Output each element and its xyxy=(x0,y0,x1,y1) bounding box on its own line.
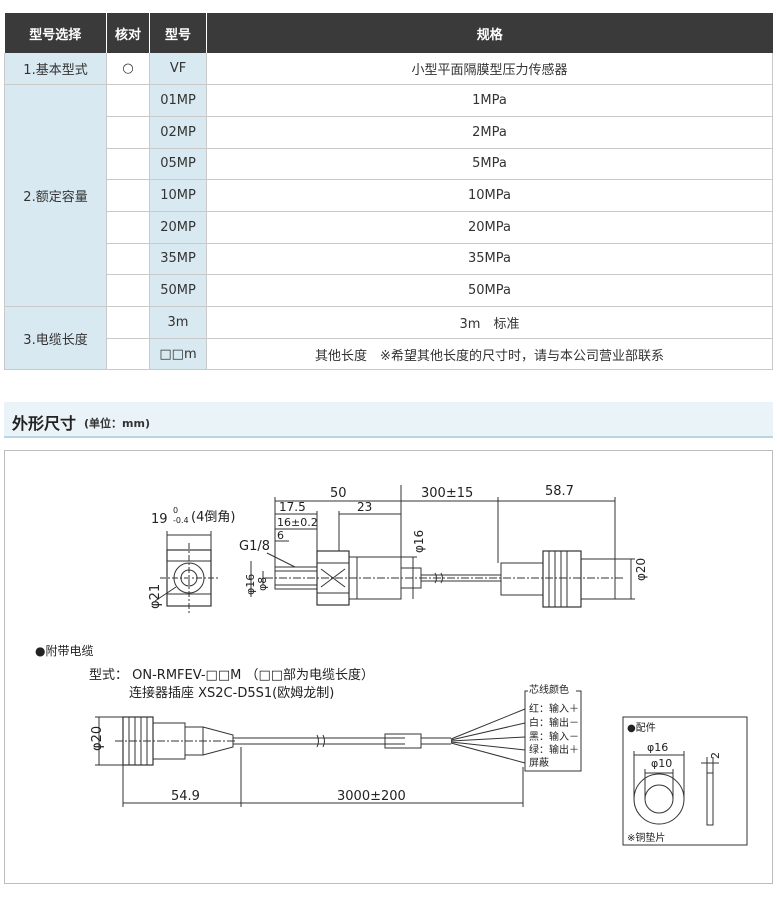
wire-color-item: 黑：输入－ xyxy=(529,730,579,743)
model-cell: 10MP xyxy=(149,179,207,212)
model-cell: □□m xyxy=(149,337,207,371)
spec-cell: 1MPa xyxy=(206,84,773,117)
table-row: 2.额定容量 01MP 1MPa xyxy=(4,84,773,307)
spec-cell: 小型平面隔膜型压力传感器 xyxy=(206,53,773,86)
model-cell: 05MP xyxy=(149,147,207,181)
cable-connector-line: 连接器插座 XS2C-D5S1(欧姆龙制) xyxy=(129,685,334,701)
dim-g18: G1/8 xyxy=(239,539,270,554)
table-row: 3.电缆长度 3m 3m 标准 xyxy=(4,305,773,371)
accessory-phi10: φ10 xyxy=(651,757,672,770)
check-cell[interactable] xyxy=(106,179,150,212)
model-cell: 01MP xyxy=(149,84,207,117)
spec-cell: 2MPa xyxy=(206,115,773,149)
accessory-note: ※铜垫片 xyxy=(627,831,665,844)
model-cell: 20MP xyxy=(149,210,207,244)
group-label: 1.基本型式 xyxy=(4,53,107,86)
dim-19: 19 xyxy=(151,512,168,527)
spec-cell: 其他长度 ※希望其他长度的尺寸时，请与本公司营业部联系 xyxy=(206,337,773,371)
group-label: 2.额定容量 xyxy=(4,84,107,307)
dim-phi16-shaft: φ16 xyxy=(244,574,257,595)
accessory-title: ●配件 xyxy=(627,722,656,734)
accessory-washer xyxy=(622,716,748,846)
drawing-labels: 19 0 -0.4 (4倒角) φ21 50 300±15 58.7 17.5 … xyxy=(35,484,722,844)
wire-color-item: 绿：输出＋ xyxy=(529,743,579,756)
dimensions-section-header: 外形尺寸 (单位：mm) xyxy=(4,402,773,438)
spec-cell: 5MPa xyxy=(206,147,773,181)
table-row: 35MP 35MPa xyxy=(5,242,773,276)
table-row: 50MP 50MPa xyxy=(5,274,773,307)
dim-6: 6 xyxy=(277,529,284,542)
col-header-spec: 规格 xyxy=(206,13,773,53)
model-cell: 35MP xyxy=(149,242,207,276)
check-cell[interactable] xyxy=(106,210,150,244)
dim-54-9: 54.9 xyxy=(171,789,200,804)
wire-color-item: 白：输出－ xyxy=(529,716,579,729)
dim-17-5: 17.5 xyxy=(279,500,306,514)
dim-19-tol-a: 0 xyxy=(173,506,178,515)
check-cell[interactable] xyxy=(106,115,150,149)
dim-300: 300±15 xyxy=(421,486,473,501)
section-unit: (单位：mm) xyxy=(84,417,150,430)
wire-color-title: 芯线颜色 xyxy=(529,683,569,696)
col-header-check: 核对 xyxy=(106,13,150,53)
accessory-phi16: φ16 xyxy=(647,741,668,754)
group-label: 3.电缆长度 xyxy=(4,305,107,371)
spec-table: 型号选择 核对 型号 规格 1.基本型式 ○ VF 小型平面隔膜型压力传感器 2… xyxy=(4,13,773,371)
spec-cell: 50MPa xyxy=(206,274,773,307)
cable-model-line: 型式： ON-RMFEV-□□M （□□部为电缆长度） xyxy=(89,667,374,683)
table-row: □□m 其他长度 ※希望其他长度的尺寸时，请与本公司营业部联系 xyxy=(5,337,773,371)
check-cell[interactable]: ○ xyxy=(106,53,150,86)
dim-16-tol: 16±0.2 xyxy=(277,516,318,529)
check-cell[interactable] xyxy=(106,242,150,276)
table-row: 1.基本型式 ○ VF 小型平面隔膜型压力传感器 xyxy=(4,53,773,86)
dim-phi16: φ16 xyxy=(412,530,426,553)
cable-title: ●附带电缆 xyxy=(35,644,93,658)
wire-color-item: 屏蔽 xyxy=(529,757,549,769)
dim-23: 23 xyxy=(357,500,372,514)
dim-19-tol-b: -0.4 xyxy=(173,516,189,525)
dim-58-7: 58.7 xyxy=(545,484,574,499)
spec-cell: 35MPa xyxy=(206,242,773,276)
dim-phi21: φ21 xyxy=(148,584,163,609)
front-view xyxy=(154,531,219,613)
spec-cell: 20MPa xyxy=(206,210,773,244)
model-cell: 3m xyxy=(149,306,207,339)
wire-color-item: 红：输入＋ xyxy=(529,702,579,715)
section-title: 外形尺寸 xyxy=(12,414,77,433)
dim-50: 50 xyxy=(330,486,347,501)
dimension-drawing: 19 0 -0.4 (4倒角) φ21 50 300±15 58.7 17.5 … xyxy=(4,450,773,884)
col-header-model: 型号 xyxy=(149,13,207,53)
table-row: 20MP 20MPa xyxy=(5,210,773,244)
model-cell: 02MP xyxy=(149,115,207,149)
spec-cell: 10MPa xyxy=(206,179,773,212)
sensor-side-view xyxy=(250,485,635,608)
check-cell[interactable] xyxy=(106,274,150,307)
cable-phi20: φ20 xyxy=(90,726,105,751)
table-row: 10MP 10MPa xyxy=(5,179,773,212)
dim-19-note: (4倒角) xyxy=(191,510,235,525)
model-cell: 50MP xyxy=(149,274,207,307)
check-cell[interactable] xyxy=(106,147,150,181)
table-header-row: 型号选择 核对 型号 规格 xyxy=(4,13,773,53)
spec-cell: 3m 标准 xyxy=(206,306,773,339)
check-cell[interactable] xyxy=(106,337,150,371)
check-cell[interactable] xyxy=(106,84,150,117)
model-cell: VF xyxy=(149,53,207,86)
dim-phi20: φ20 xyxy=(634,558,648,581)
check-cell[interactable] xyxy=(106,306,150,339)
dim-phi8: φ8 xyxy=(256,577,269,591)
col-header-model-select: 型号选择 xyxy=(4,13,107,53)
cable-assembly xyxy=(95,690,582,807)
drawing-canvas: 19 0 -0.4 (4倒角) φ21 50 300±15 58.7 17.5 … xyxy=(35,484,748,846)
table-row: 05MP 5MPa xyxy=(5,147,773,181)
dim-3000: 3000±200 xyxy=(337,789,406,804)
table-row: 02MP 2MPa xyxy=(5,115,773,149)
accessory-thickness: 2 xyxy=(709,752,722,759)
